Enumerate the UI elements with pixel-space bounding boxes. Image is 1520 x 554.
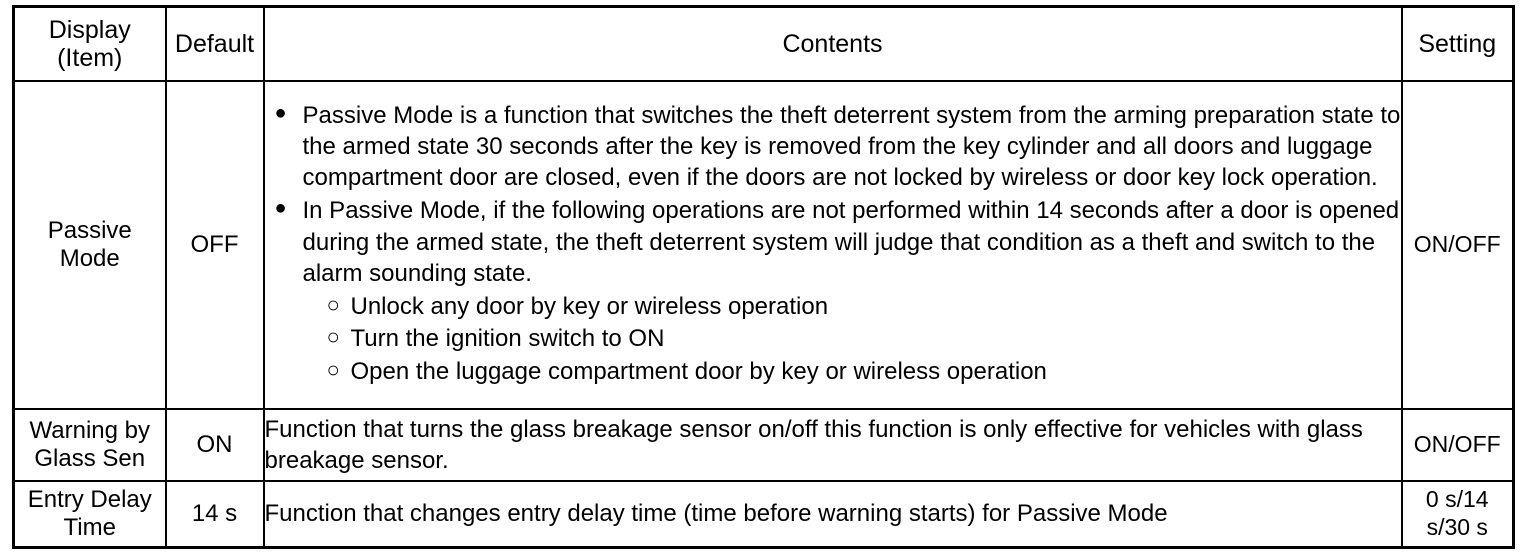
hollow-circle-bullet-icon: ○ — [326, 291, 340, 317]
display-label-line1: Warning by — [29, 416, 151, 444]
cell-default-warning-by-glass-sen: ON — [164, 407, 265, 483]
table-row: Warning by Glass Sen ON Function that tu… — [12, 407, 1515, 483]
bullet-item: ● In Passive Mode, if the following oper… — [265, 195, 1401, 388]
bullet-text: Passive Mode is a function that switches… — [302, 101, 1401, 192]
cell-contents-entry-delay-time: Function that changes entry delay time (… — [262, 480, 1403, 549]
contents-text: Function that changes entry delay time (… — [264, 500, 1168, 528]
list-item: ○ Unlock any door by key or wireless ope… — [303, 291, 1401, 323]
column-header-setting: Setting — [1400, 5, 1515, 82]
cell-default-entry-delay-time: 14 s — [164, 480, 265, 549]
cell-display-warning-by-glass-sen: Warning by Glass Sen — [12, 407, 167, 483]
sub-bullet-text: Turn the ignition switch to ON — [350, 325, 665, 353]
column-header-display: Display (Item) — [12, 5, 167, 82]
column-header-display-line2: (Item) — [57, 44, 123, 72]
column-header-display-line1: Display — [48, 16, 131, 44]
specification-table: Display (Item) Default Contents Setting … — [12, 5, 1515, 549]
list-item: ○ Turn the ignition switch to ON — [303, 323, 1401, 355]
display-label-line2: Mode — [59, 244, 120, 272]
table-header-row: Display (Item) Default Contents Setting — [12, 5, 1515, 82]
filled-circle-bullet-icon: ● — [274, 197, 287, 220]
hollow-circle-bullet-icon: ○ — [326, 356, 340, 382]
table-row: Entry Delay Time 14 s Function that chan… — [12, 480, 1515, 549]
list-item: ○ Open the luggage compartment door by k… — [303, 356, 1401, 388]
bullet-list: ● Passive Mode is a function that switch… — [265, 100, 1401, 388]
display-label-line2: Time — [63, 514, 116, 542]
display-label-line1: Passive — [47, 216, 132, 244]
bullet-text: In Passive Mode, if the following operat… — [302, 197, 1400, 287]
cell-contents-warning-by-glass-sen: Function that turns the glass breakage s… — [262, 407, 1403, 483]
cell-default-passive-mode: OFF — [164, 80, 265, 410]
cell-display-passive-mode: Passive Mode — [12, 80, 167, 410]
hollow-circle-bullet-icon: ○ — [326, 324, 340, 350]
contents-text: Function that turns the glass breakage s… — [264, 415, 1363, 475]
cell-contents-passive-mode: ● Passive Mode is a function that switch… — [262, 80, 1403, 410]
setting-value-line2: s/30 s — [1426, 514, 1488, 541]
display-label-line1: Entry Delay — [27, 485, 152, 513]
sub-bullet-text: Open the luggage compartment door by key… — [350, 357, 1047, 385]
column-header-default: Default — [164, 5, 265, 82]
bullet-item: ● Passive Mode is a function that switch… — [265, 100, 1401, 194]
cell-setting-entry-delay-time: 0 s/14 s/30 s — [1400, 480, 1515, 549]
cell-setting-passive-mode: ON/OFF — [1400, 80, 1515, 410]
table-row: Passive Mode OFF ● Passive Mode is a fun… — [12, 80, 1515, 410]
setting-value-line1: 0 s/14 — [1425, 486, 1489, 513]
filled-circle-bullet-icon: ● — [274, 101, 287, 124]
display-label-line2: Glass Sen — [34, 445, 146, 473]
cell-display-entry-delay-time: Entry Delay Time — [12, 480, 167, 549]
sub-bullet-list: ○ Unlock any door by key or wireless ope… — [303, 291, 1401, 388]
table-header: Display (Item) Default Contents Setting — [12, 5, 1515, 82]
column-header-contents: Contents — [262, 5, 1403, 82]
cell-setting-warning-by-glass-sen: ON/OFF — [1400, 407, 1515, 483]
sub-bullet-text: Unlock any door by key or wireless opera… — [350, 292, 829, 320]
table-body: Passive Mode OFF ● Passive Mode is a fun… — [12, 80, 1515, 549]
